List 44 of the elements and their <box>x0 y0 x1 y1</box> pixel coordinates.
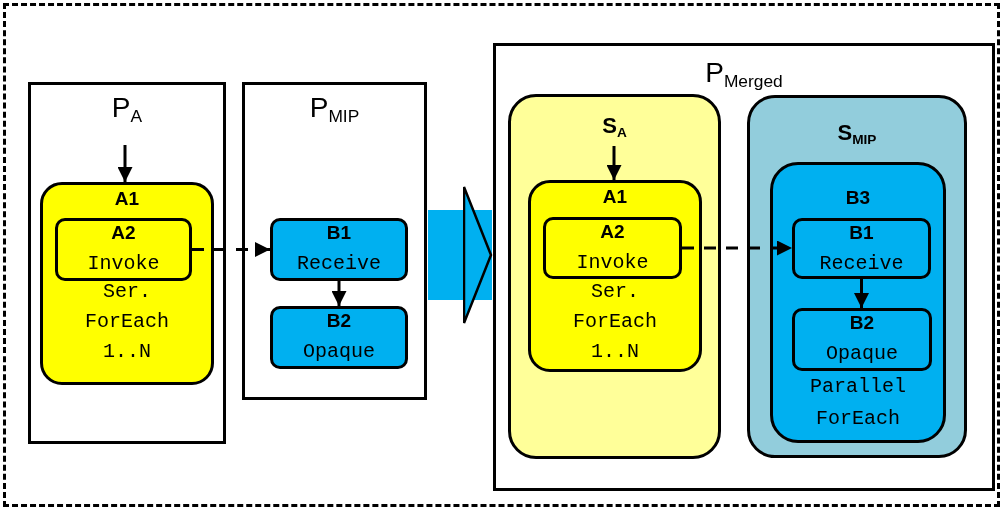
node-description: Receive <box>296 251 382 277</box>
node-title: A2 <box>110 222 137 244</box>
node-title: A2 <box>599 221 626 243</box>
node-description: Invoke <box>575 250 650 276</box>
node-description: Opaque <box>302 339 376 365</box>
node-description: Parallel ForEach <box>809 374 907 432</box>
node-title: B2 <box>325 310 353 332</box>
activity-box <box>55 218 192 281</box>
node-title: A1 <box>601 186 629 208</box>
activity-box <box>270 218 408 281</box>
scope-box <box>508 94 721 459</box>
activity-box <box>792 218 931 279</box>
node-description: Invoke <box>86 251 161 277</box>
block-arrow <box>428 185 493 325</box>
arrow <box>117 145 133 182</box>
node-title: B3 <box>844 187 872 209</box>
activity-box <box>40 182 214 385</box>
activity-box <box>528 180 702 372</box>
node-title: S$_{A}$ <box>601 113 628 143</box>
process-box <box>493 43 995 491</box>
node-description: Receive <box>818 251 905 277</box>
node-title: B1 <box>325 222 353 244</box>
arrow <box>331 281 347 306</box>
scope-box <box>747 95 967 458</box>
activity-box <box>543 217 682 279</box>
node-title: P$_{MIP}$ <box>308 91 361 129</box>
activity-box <box>792 308 932 371</box>
arrow <box>682 240 792 256</box>
loop-box <box>770 162 946 443</box>
process-box <box>28 82 226 444</box>
node-title: P$_{Merged}$ <box>704 56 784 94</box>
node-description: Opaque <box>825 341 899 367</box>
node-description: Ser. ForEach 1..N <box>572 279 658 365</box>
node-title: B1 <box>848 222 875 244</box>
arrow <box>192 242 270 257</box>
node-title: A1 <box>113 188 141 210</box>
activity-box <box>270 306 408 369</box>
node-title: B2 <box>848 312 876 334</box>
node-title: S$_{MIP}$ <box>836 120 878 150</box>
process-box <box>242 82 427 400</box>
arrow <box>854 279 869 308</box>
arrow <box>606 146 622 180</box>
node-description: Ser. ForEach 1..N <box>84 279 170 365</box>
node-title: P$_{A}$ <box>110 91 144 129</box>
